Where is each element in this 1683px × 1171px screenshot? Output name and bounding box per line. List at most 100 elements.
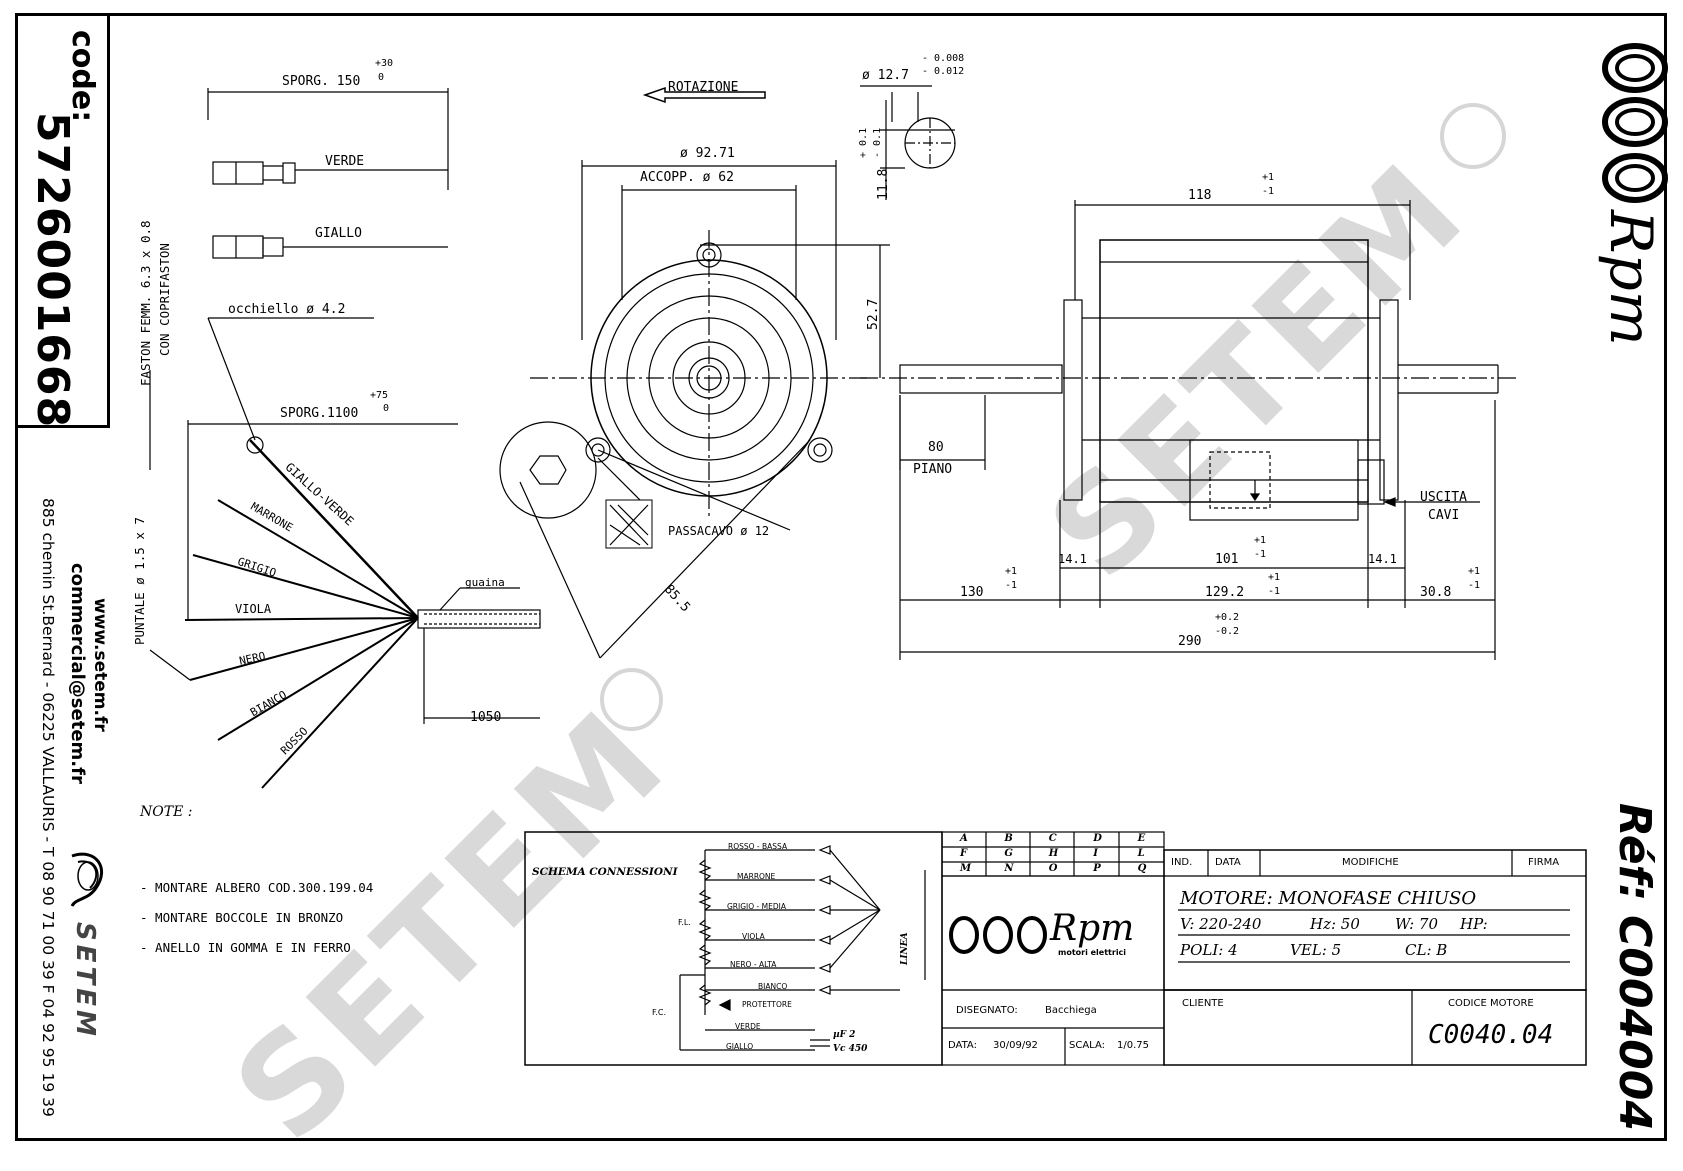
schema-uf: µF 2 xyxy=(833,1030,856,1040)
tb-modifiche: MODIFICHE xyxy=(1342,857,1399,868)
schema-verde: VERDE xyxy=(735,1022,761,1031)
tb-cliente: CLIENTE xyxy=(1182,998,1224,1009)
sporg-1100-label: SPORG.1100 xyxy=(280,406,359,421)
tb-cl: CL: B xyxy=(1405,941,1448,959)
h52-label: 52.7 xyxy=(866,298,881,330)
occhiello-label: occhiello ø 4.2 xyxy=(228,302,346,317)
schema-giallo: GIALLO xyxy=(726,1042,754,1051)
tb-firma: FIRMA xyxy=(1528,857,1560,868)
setem-swirl-logo xyxy=(70,852,103,907)
notes-title: NOTE : xyxy=(140,804,193,820)
d130-label: 130 xyxy=(960,585,984,600)
rotazione-label: ROTAZIONE xyxy=(668,80,739,95)
rpm-small-logo-sub: motori elettrici xyxy=(1058,948,1127,957)
d101-tol-m: -1 xyxy=(1254,549,1267,560)
note-line-2: - MONTARE BOCCOLE IN BRONZO xyxy=(140,910,344,925)
revision-grid-cell: P xyxy=(1093,863,1101,874)
tb-vel: VEL: 5 xyxy=(1290,941,1342,959)
d130-tol-p: +1 xyxy=(1005,566,1018,577)
tol-plus30: +30 xyxy=(375,58,394,69)
schema-rosso-bassa: ROSSO - BASSA xyxy=(728,842,788,851)
copyright-mark-bottom xyxy=(600,668,663,731)
revision-grid-cell: E xyxy=(1137,833,1146,844)
d130-tol-m: -1 xyxy=(1005,580,1018,591)
revision-grid-cell: M xyxy=(960,863,972,874)
rpm-small-logo-text: Rpm xyxy=(1050,908,1135,949)
code-box xyxy=(15,13,110,428)
tol-p02: +0.2 xyxy=(1215,612,1240,623)
revision-grid-cell: F xyxy=(960,848,968,859)
piano-label: PIANO xyxy=(913,462,953,477)
d118-label: 118 xyxy=(1188,188,1212,203)
viola-label: VIOLA xyxy=(235,602,272,616)
d141a-label: 14.1 xyxy=(1058,552,1087,566)
schema-bianco: BIANCO xyxy=(758,982,788,991)
d308-tol-p: +1 xyxy=(1468,566,1481,577)
revision-grid-cell: B xyxy=(1004,833,1013,844)
schema-viola: VIOLA xyxy=(742,932,765,941)
tb-codice-label: CODICE MOTORE xyxy=(1448,998,1534,1009)
shaft-tol3: + 0.1 xyxy=(858,127,869,158)
tb-motore: MOTORE: MONOFASE CHIUSO xyxy=(1180,888,1477,909)
sporg-150-label: SPORG. 150 xyxy=(282,74,361,89)
schema-grigio-media: GRIGIO - MEDIA xyxy=(727,902,786,911)
d308-label: 30.8 xyxy=(1420,585,1452,600)
d290-label: 290 xyxy=(1178,634,1202,649)
note-line-3: - ANELLO IN GOMMA E IN FERRO xyxy=(140,940,351,955)
shaft-tol1: - 0.008 xyxy=(922,53,965,64)
revision-grid-cell: G xyxy=(1004,848,1013,859)
tb-poli: POLI: 4 xyxy=(1180,941,1238,959)
schema-nero-alta: NERO - ALTA xyxy=(730,960,777,969)
revision-grid-cell: Q xyxy=(1137,863,1147,874)
d80-label: 80 xyxy=(928,440,944,455)
schema-fl: F.L. xyxy=(678,918,691,927)
rpm-logo-rings xyxy=(1602,43,1668,203)
copyright-mark-top xyxy=(1440,103,1506,169)
tb-codice-value: C0040.04 xyxy=(1428,1020,1554,1050)
d141b-label: 14.1 xyxy=(1368,552,1397,566)
d1292-tol-p: +1 xyxy=(1268,572,1281,583)
guaina-label: guaina xyxy=(465,576,505,589)
uscita-label: USCITA xyxy=(1420,490,1467,505)
schema-linea: LINEA xyxy=(900,932,910,965)
tb-data: DATA xyxy=(1215,857,1241,868)
tb-v: V: 220-240 xyxy=(1180,915,1262,933)
d92-label: ø 92.71 xyxy=(680,146,735,161)
schema-marrone: MARRONE xyxy=(737,872,776,881)
revision-grid-cell: O xyxy=(1048,863,1058,874)
accopp-label: ACCOPP. ø 62 xyxy=(640,170,734,185)
tb-data-label: DATA: xyxy=(948,1040,977,1051)
faston-label: FASTON FEMM. 6.3 x 0.8 xyxy=(138,220,153,386)
tb-ind: IND. xyxy=(1171,857,1193,868)
schema-protettore: PROTETTORE xyxy=(742,1000,792,1009)
h118-label: 11.8 xyxy=(876,168,891,200)
d1292-label: 129.2 xyxy=(1205,585,1245,600)
d127-label: ø 12.7 xyxy=(862,68,909,83)
tb-disegnato-label: DISEGNATO: xyxy=(956,1005,1018,1016)
tb-scala-label: SCALA: xyxy=(1069,1040,1106,1051)
note-line-1: - MONTARE ALBERO COD.300.199.04 xyxy=(140,880,374,895)
coprifaston-label: CON COPRIFASTON xyxy=(157,243,172,356)
verde-label: VERDE xyxy=(325,154,365,169)
tb-hp: HP: xyxy=(1460,915,1488,933)
tol-m02: -0.2 xyxy=(1215,626,1240,637)
schema-fc: F.C. xyxy=(652,1008,666,1017)
rpm-small-logo-rings xyxy=(949,916,1047,954)
d118-tol-m: -1 xyxy=(1262,186,1275,197)
tol-0a: 0 xyxy=(378,72,385,83)
len-1050-label: 1050 xyxy=(470,710,502,725)
tb-w: W: 70 xyxy=(1395,915,1439,933)
revision-grid-cell: L xyxy=(1137,848,1145,859)
revision-grid-cell: H xyxy=(1048,848,1059,859)
tol-0b: 0 xyxy=(383,403,390,414)
tb-data-value: 30/09/92 xyxy=(993,1040,1038,1051)
giallo-label: GIALLO xyxy=(315,226,362,241)
schema-vc: Vc 450 xyxy=(833,1044,868,1054)
revision-grid-cell: C xyxy=(1048,833,1057,844)
drawing-frame xyxy=(15,13,1667,1141)
revision-grid-cell: N xyxy=(1004,863,1014,874)
shaft-tol4: - 0.1 xyxy=(872,127,883,158)
tol-plus75: +75 xyxy=(370,390,389,401)
d118-tol-p: +1 xyxy=(1262,172,1275,183)
